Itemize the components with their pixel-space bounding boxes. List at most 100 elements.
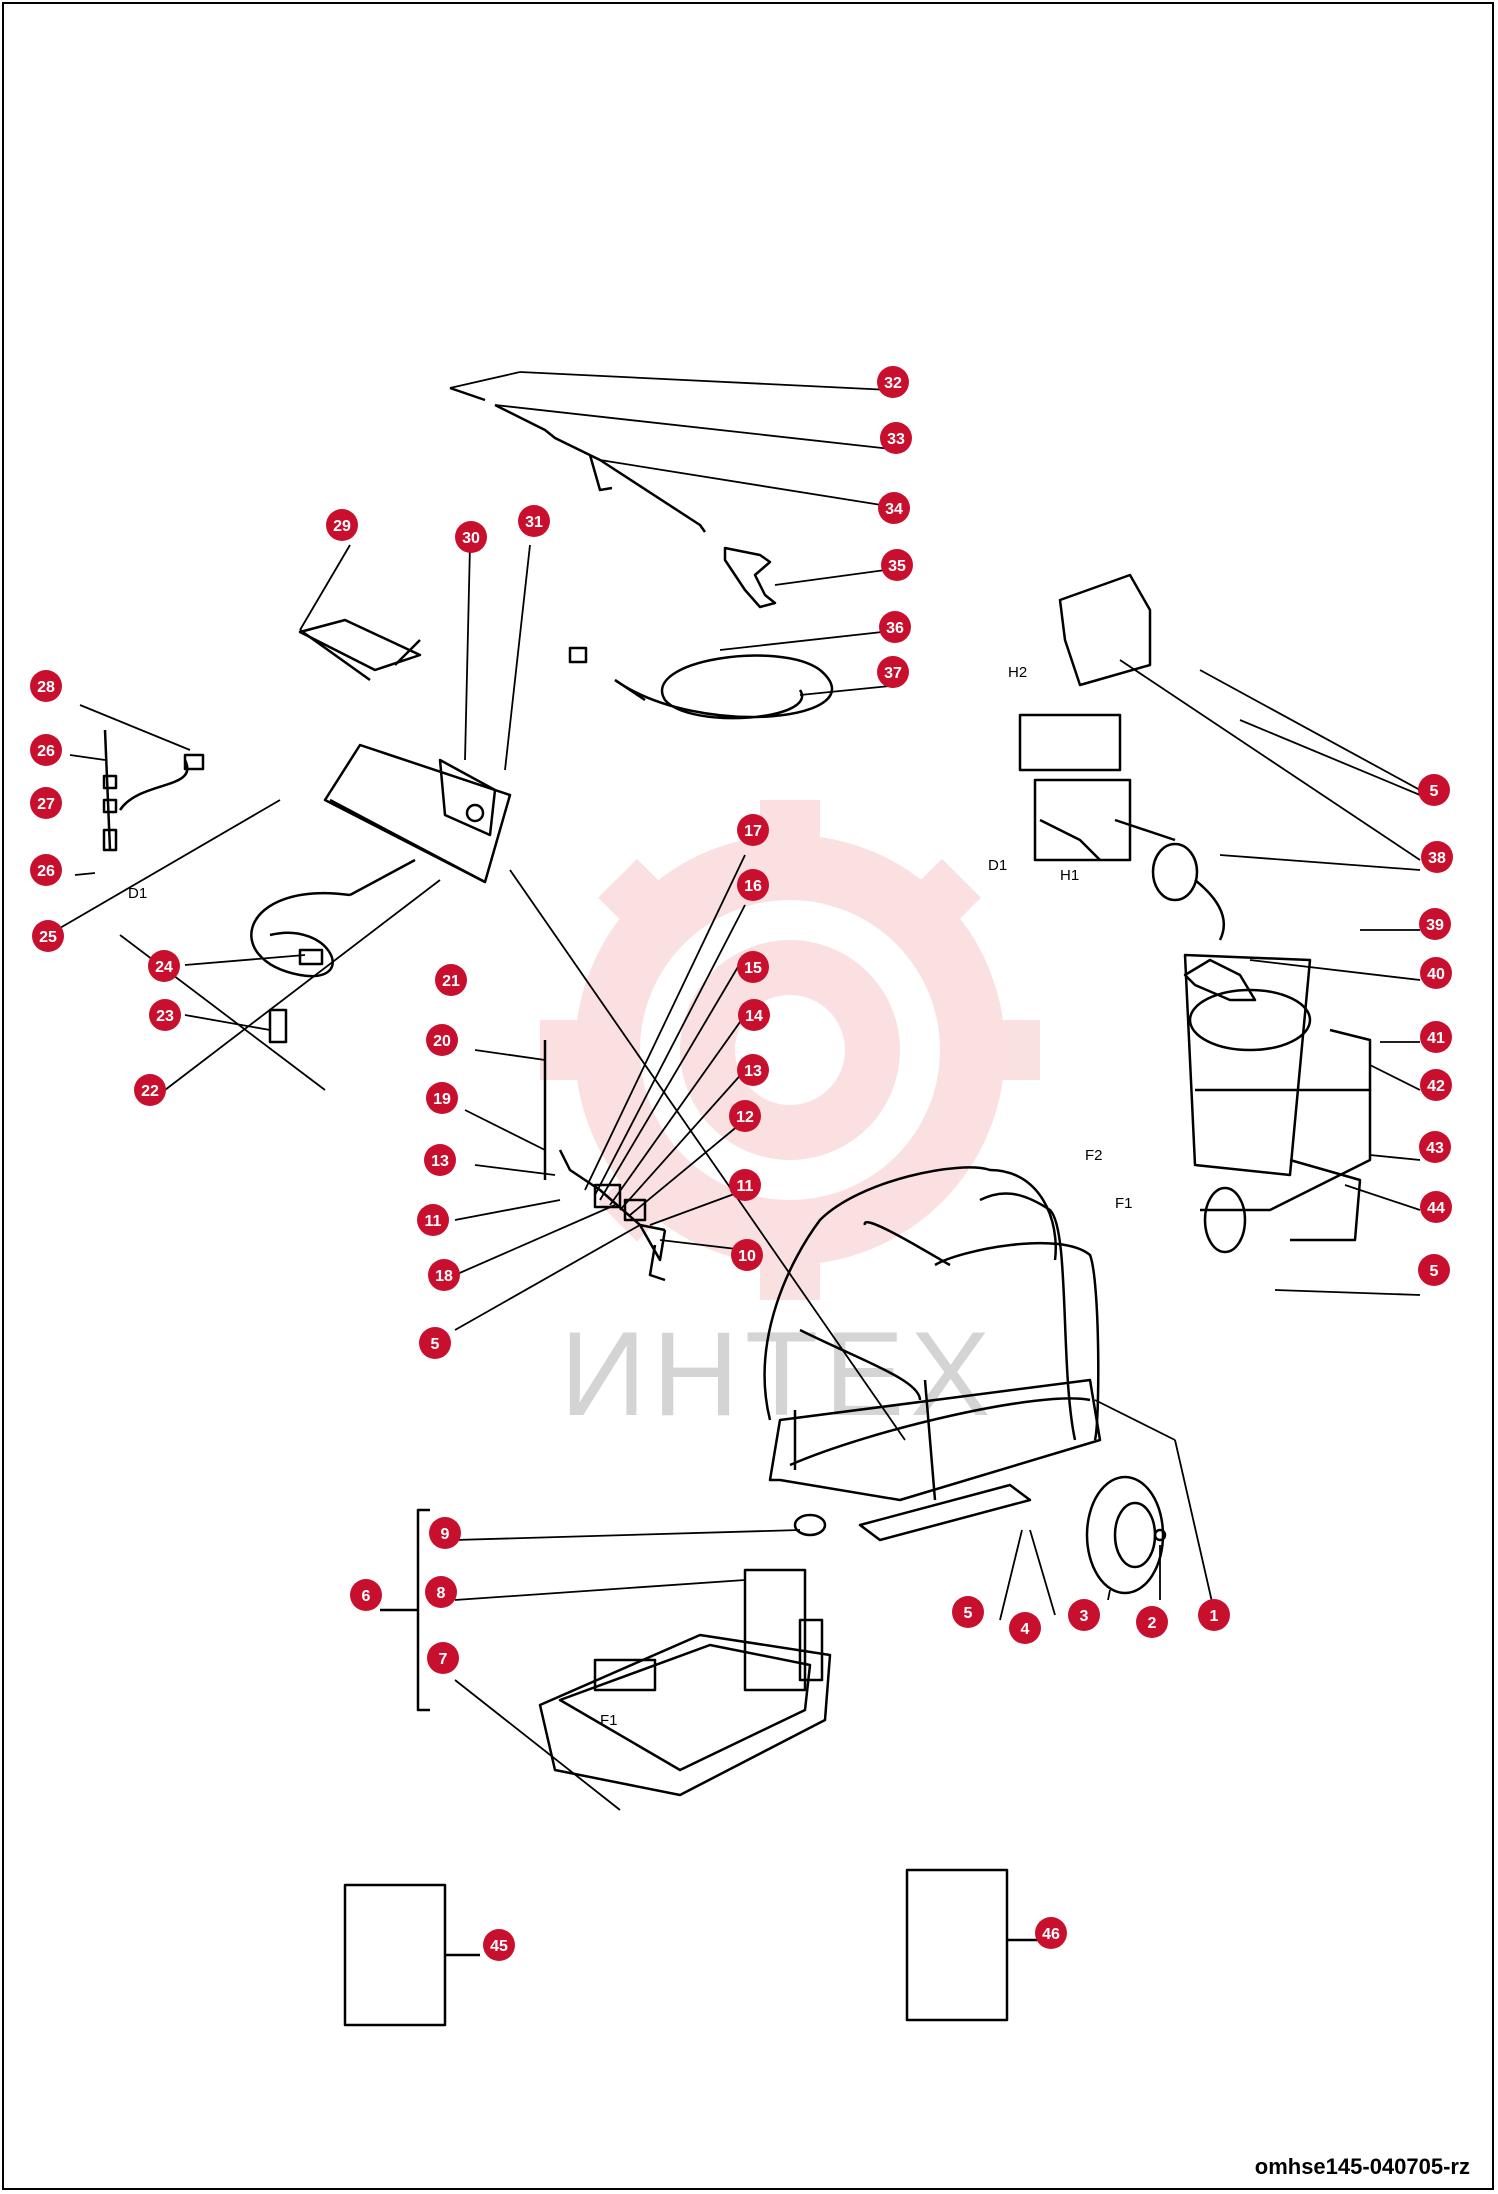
callout-14: 14 bbox=[738, 999, 770, 1031]
callout-33: 33 bbox=[880, 422, 912, 454]
callout-number: 30 bbox=[462, 530, 480, 547]
callout-22: 22 bbox=[134, 1074, 166, 1106]
document-code: omhse145-040705-rz bbox=[1254, 2154, 1470, 2179]
callout-number: 10 bbox=[738, 1248, 756, 1265]
callout-36: 36 bbox=[879, 611, 911, 643]
callout-badge bbox=[30, 670, 62, 702]
callout-number: 4 bbox=[1021, 1621, 1030, 1638]
component-label-f1: F1 bbox=[1115, 1195, 1133, 1212]
callout-28: 28 bbox=[30, 670, 62, 702]
callout-badge bbox=[881, 549, 913, 581]
callout-number: 24 bbox=[155, 959, 173, 976]
callout-19: 19 bbox=[426, 1082, 458, 1114]
detergent-tank bbox=[538, 1513, 832, 1797]
component-label-f1: F1 bbox=[600, 1712, 618, 1729]
callout-9: 9 bbox=[429, 1517, 461, 1549]
callout-badge bbox=[1420, 1191, 1452, 1223]
callout-number: 45 bbox=[490, 1938, 508, 1955]
callout-6: 6 bbox=[350, 1579, 382, 1611]
component-label-f2: F2 bbox=[1085, 1147, 1103, 1164]
callout-number: 26 bbox=[37, 863, 55, 880]
callout-18: 18 bbox=[428, 1259, 460, 1291]
component-label-h2: H2 bbox=[1008, 664, 1027, 681]
callout-number: 31 bbox=[525, 514, 543, 531]
power-cord bbox=[250, 858, 416, 1044]
component-label-h1: H1 bbox=[1060, 867, 1079, 884]
callout-number: 5 bbox=[1430, 783, 1439, 800]
callout-badge bbox=[30, 787, 62, 819]
callout-30: 30 bbox=[455, 521, 487, 553]
watermark-text: ИНТЕХ bbox=[560, 1307, 997, 1441]
callout-29: 29 bbox=[326, 509, 358, 541]
callout-badge bbox=[1420, 1021, 1452, 1053]
callout-number: 38 bbox=[1428, 850, 1446, 867]
callout-number: 27 bbox=[37, 796, 55, 813]
component-label-d1: D1 bbox=[128, 885, 147, 902]
callout-8: 8 bbox=[425, 1576, 457, 1608]
callout-badge bbox=[1420, 1069, 1452, 1101]
callout-badge bbox=[729, 1100, 761, 1132]
watermark-gear-logo bbox=[540, 800, 1040, 1300]
callout-badge bbox=[1198, 1599, 1230, 1631]
callout-number: 41 bbox=[1427, 1030, 1445, 1047]
callout-badge bbox=[417, 1204, 449, 1236]
callout-42: 42 bbox=[1420, 1069, 1452, 1101]
callout-badge bbox=[879, 611, 911, 643]
callout-20: 20 bbox=[426, 1024, 458, 1056]
callout-13: 13 bbox=[424, 1144, 456, 1176]
callout-number: 13 bbox=[744, 1063, 762, 1080]
trolley-frame bbox=[763, 1166, 1102, 1542]
callout-number: 43 bbox=[1426, 1140, 1444, 1157]
callout-11: 11 bbox=[417, 1204, 449, 1236]
callout-badge bbox=[1068, 1599, 1100, 1631]
trigger-gun bbox=[723, 546, 777, 609]
callout-badge bbox=[737, 1054, 769, 1086]
callout-24: 24 bbox=[148, 950, 180, 982]
callout-number: 22 bbox=[141, 1083, 159, 1100]
callout-badge bbox=[435, 964, 467, 996]
callout-badge bbox=[429, 1517, 461, 1549]
callout-number: 12 bbox=[736, 1109, 754, 1126]
callout-number: 13 bbox=[431, 1153, 449, 1170]
callout-number: 8 bbox=[437, 1585, 446, 1602]
callout-badge bbox=[326, 509, 358, 541]
callout-number: 3 bbox=[1080, 1608, 1089, 1625]
callout-badge bbox=[1419, 908, 1451, 940]
callout-34: 34 bbox=[878, 492, 910, 524]
callout-number: 44 bbox=[1427, 1200, 1445, 1217]
callout-badge bbox=[426, 1024, 458, 1056]
callout-4: 4 bbox=[1009, 1612, 1041, 1644]
callout-5: 5 bbox=[1418, 1254, 1450, 1286]
callout-number: 15 bbox=[744, 960, 762, 977]
callout-40: 40 bbox=[1420, 957, 1452, 989]
callout-45: 45 bbox=[483, 1929, 515, 1961]
callout-26: 26 bbox=[30, 734, 62, 766]
callout-badge bbox=[424, 1144, 456, 1176]
callout-39: 39 bbox=[1419, 908, 1451, 940]
callout-3: 3 bbox=[1068, 1599, 1100, 1631]
callout-7: 7 bbox=[427, 1642, 459, 1674]
callout-number: 34 bbox=[885, 501, 903, 518]
callout-badge bbox=[427, 1642, 459, 1674]
callout-25: 25 bbox=[32, 920, 64, 952]
callout-number: 5 bbox=[1430, 1263, 1439, 1280]
callout-badge bbox=[32, 920, 64, 952]
callout-21: 21 bbox=[435, 964, 467, 996]
callout-badge bbox=[877, 656, 909, 688]
callout-badge bbox=[1136, 1606, 1168, 1638]
callout-2: 2 bbox=[1136, 1606, 1168, 1638]
callout-35: 35 bbox=[881, 549, 913, 581]
callout-number: 26 bbox=[37, 743, 55, 760]
hose-connector bbox=[102, 729, 205, 852]
callout-badge bbox=[1419, 1131, 1451, 1163]
callout-number: 21 bbox=[442, 973, 460, 990]
callout-41: 41 bbox=[1420, 1021, 1452, 1053]
callout-number: 16 bbox=[744, 878, 762, 895]
rating-plate-46 bbox=[905, 1868, 1009, 2022]
callout-badge bbox=[731, 1239, 763, 1271]
callout-number: 6 bbox=[362, 1588, 371, 1605]
callout-31: 31 bbox=[518, 505, 550, 537]
